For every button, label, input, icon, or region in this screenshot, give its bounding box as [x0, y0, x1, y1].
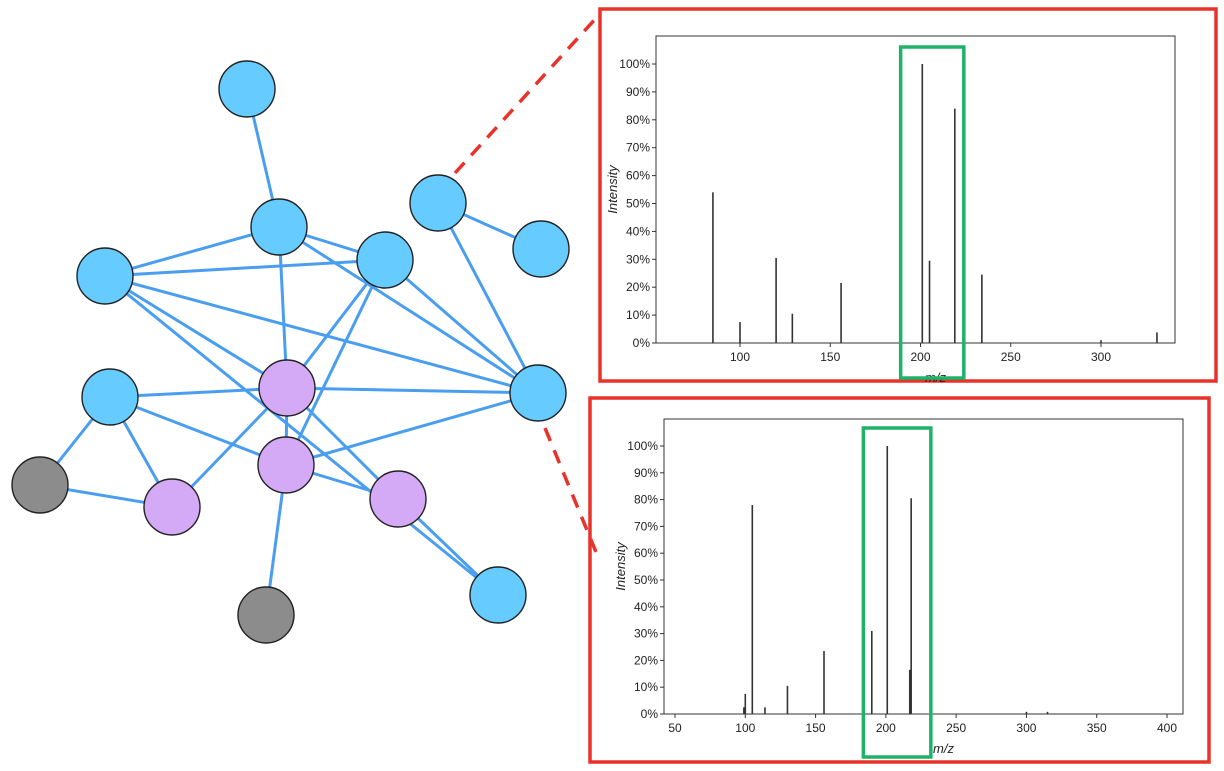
y-tick-label: 30% [634, 627, 658, 641]
network-node-gray [11, 456, 69, 514]
y-tick-label: 80% [634, 493, 658, 507]
x-tick-label: 100 [730, 350, 750, 364]
x-tick-label: 200 [910, 350, 930, 364]
y-tick-label: 0% [633, 336, 651, 350]
network-edge [104, 258, 386, 278]
network-edge [109, 386, 288, 399]
network-node-purple [258, 359, 316, 417]
network-edge [436, 202, 540, 394]
network-node-purple [257, 436, 315, 494]
network-node-blue [76, 247, 134, 305]
y-tick-label: 20% [634, 653, 658, 667]
network-node-gray [237, 586, 295, 644]
y-tick-label: 70% [634, 519, 658, 533]
network-edge [284, 259, 387, 466]
y-tick-label: 40% [626, 224, 650, 238]
network-edge [286, 386, 539, 395]
y-tick-label: 100% [619, 57, 650, 71]
spectrum-frame [588, 396, 1211, 764]
y-tick-label: 100% [627, 439, 658, 453]
network-edges [38, 88, 542, 616]
plot-area [655, 35, 1176, 344]
plot-area [663, 418, 1184, 715]
y-tick-label: 90% [634, 466, 658, 480]
y-tick-label: 40% [634, 600, 658, 614]
network-node-blue [218, 60, 276, 118]
x-tick-label: 350 [1087, 721, 1107, 735]
y-tick-label: 70% [626, 141, 650, 155]
highlight-box [898, 45, 966, 380]
x-tick-label: 300 [1016, 721, 1036, 735]
y-tick-label: 80% [626, 113, 650, 127]
network-node-purple [369, 470, 427, 528]
network-edge [285, 391, 539, 467]
x-tick-label: 200 [876, 721, 896, 735]
x-tick-label: 150 [820, 350, 840, 364]
x-tick-label: 300 [1091, 350, 1111, 364]
network-nodes [11, 60, 570, 644]
x-axis-title: m/z [933, 741, 954, 756]
network-edge [104, 274, 288, 390]
network-node-blue [512, 220, 570, 278]
y-tick-label: 50% [634, 573, 658, 587]
highlight-box [861, 426, 933, 759]
y-tick-label: 60% [634, 546, 658, 560]
spectrum-panel-top: 0% 10% 20% 30% 40% 50% 60% 70% 80% 90% 100% 100 150 2… [598, 7, 1218, 385]
x-tick-label: 50 [668, 721, 682, 735]
network-edge [104, 274, 499, 597]
x-tick-label: 250 [1001, 350, 1021, 364]
spectrum-frame [598, 7, 1218, 383]
y-tick-label: 0% [641, 707, 659, 721]
network-edge [278, 225, 539, 395]
network-edge [109, 395, 287, 467]
x-tick-label: 250 [946, 721, 966, 735]
x-tick-label: 150 [806, 721, 826, 735]
network-edge [104, 274, 539, 395]
network-node-blue [469, 566, 527, 624]
network-edge [384, 258, 539, 395]
y-tick-label: 20% [626, 280, 650, 294]
network-node-blue [250, 198, 308, 256]
network-node-blue [81, 368, 139, 426]
callout-line-top [453, 14, 600, 175]
network-node-blue [409, 174, 467, 232]
network-node-blue [509, 364, 567, 422]
y-tick-label: 10% [626, 308, 650, 322]
network-node-blue [356, 231, 414, 289]
callout-lines [453, 14, 600, 553]
spectrum-panel-bottom: 0% 10% 20% 30% 40% 50% 60% 70% 80% 90% 100% 50 100 15… [588, 396, 1211, 764]
x-tick-label: 400 [1157, 721, 1177, 735]
x-tick-label: 100 [735, 721, 755, 735]
y-axis-title: Intensity [613, 541, 628, 591]
y-tick-label: 10% [634, 680, 658, 694]
y-axis-title: Intensity [605, 164, 620, 214]
network-edge [104, 225, 280, 278]
y-tick-label: 60% [626, 169, 650, 183]
y-tick-label: 30% [626, 252, 650, 266]
network-node-purple [143, 478, 201, 536]
y-tick-label: 90% [626, 85, 650, 99]
y-tick-label: 50% [626, 197, 650, 211]
